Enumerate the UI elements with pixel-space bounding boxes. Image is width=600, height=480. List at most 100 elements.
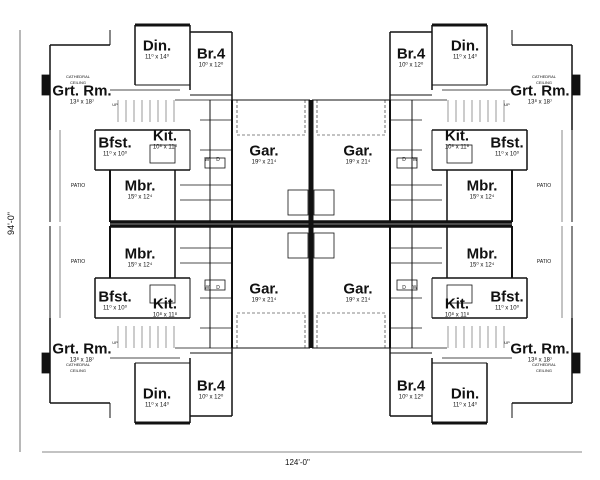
dryer-label: D [402, 157, 406, 163]
room-dimensions: 11⁰ x 10⁰ [494, 151, 520, 158]
dryer-label: D [216, 285, 220, 291]
dryer-label: D [402, 285, 406, 291]
fixture [446, 144, 473, 164]
room-name: Br.4 [396, 377, 426, 395]
fixture [396, 157, 418, 169]
room-dimensions: 15⁰ x 12⁴ [127, 262, 153, 269]
room-dimensions: 10⁸ x 11⁸ [152, 144, 178, 151]
room-name: Br.4 [396, 45, 426, 63]
room-label-grt: Grt. Rm.13⁸ x 18⁷ [510, 84, 569, 107]
room-dimensions: 13⁸ x 18⁷ [69, 99, 95, 106]
room-dimensions: 11⁰ x 14⁰ [144, 402, 170, 409]
overall-depth-dimension: 94'-0" [6, 212, 16, 235]
room-name: Grt. Rm. [52, 82, 112, 100]
room-dimensions: 11⁰ x 10⁰ [494, 305, 520, 312]
room-dimensions: 15⁰ x 12⁴ [469, 262, 495, 269]
room-dimensions: 13⁸ x 18⁷ [527, 99, 553, 106]
room-dimensions: 19⁰ x 21⁴ [251, 297, 277, 304]
fixture [446, 284, 473, 304]
room-label-mbr: Mbr.15⁰ x 12⁴ [467, 179, 498, 202]
fixture [204, 157, 226, 169]
room-label-bfst: Bfst.11⁰ x 10⁰ [490, 290, 523, 313]
room-name: Kit. [152, 295, 178, 313]
room-name: Kit. [152, 127, 178, 145]
room-name: Din. [450, 385, 480, 403]
fireplace [41, 74, 51, 96]
room-label-din: Din.11⁰ x 14⁰ [451, 387, 479, 410]
room-dimensions: 10⁸ x 11⁸ [444, 144, 470, 151]
room-label-gar: Gar.19⁰ x 21⁴ [343, 282, 372, 305]
room-name: Grt. Rm. [52, 340, 112, 358]
room-name: Din. [142, 385, 172, 403]
room-name: Br.4 [196, 377, 226, 395]
room-label-bfst: Bfst.11⁰ x 10⁰ [490, 136, 523, 159]
room-label-kit: Kit.10⁸ x 11⁸ [153, 297, 177, 320]
room-dimensions: 15⁰ x 12⁴ [127, 194, 153, 201]
room-label-gar: Gar.19⁰ x 21⁴ [249, 282, 278, 305]
dryer-label: D [216, 157, 220, 163]
washer-label: W [412, 285, 418, 291]
room-name: Gar. [343, 142, 373, 160]
room-dimensions: 11⁰ x 14⁰ [144, 54, 170, 61]
room-name: Mbr. [124, 177, 156, 195]
room-name: Kit. [444, 295, 470, 313]
bathtub [287, 189, 309, 216]
room-name: Gar. [249, 142, 279, 160]
room-dimensions: 10⁰ x 12⁰ [198, 394, 224, 401]
room-label-kit: Kit.10⁸ x 11⁸ [445, 129, 469, 152]
room-name: Din. [142, 37, 172, 55]
room-label-bfst: Bfst.11⁰ x 10⁰ [98, 136, 131, 159]
room-name: Bfst. [98, 288, 132, 306]
room-dimensions: 10⁰ x 12⁰ [198, 62, 224, 69]
patio-label: PATIO [536, 183, 552, 189]
bathtub [287, 232, 309, 259]
stair-up-label: UP [504, 340, 510, 345]
room-dimensions: 13⁸ x 18⁷ [69, 357, 95, 364]
fixture [396, 279, 418, 291]
room-label-din: Din.11⁰ x 14⁰ [143, 39, 171, 62]
overall-width-dimension: 124'-0" [285, 458, 310, 467]
patio-label: PATIO [536, 259, 552, 265]
stair-up-label: UP [504, 102, 510, 107]
room-dimensions: 10⁰ x 12⁰ [398, 62, 424, 69]
room-dimensions: 19⁰ x 21⁴ [345, 159, 371, 166]
fireplace [571, 352, 581, 374]
room-name: Br.4 [196, 45, 226, 63]
room-label-din: Din.11⁰ x 14⁰ [143, 387, 171, 410]
room-name: Mbr. [466, 245, 498, 263]
cathedral-ceiling-label: CATHEDRAL CEILING [532, 362, 556, 373]
cathedral-ceiling-label: CATHEDRAL CEILING [532, 74, 556, 85]
room-name: Mbr. [466, 177, 498, 195]
room-dimensions: 10⁸ x 11⁸ [152, 312, 178, 319]
room-name: Gar. [343, 280, 373, 298]
fireplace [41, 352, 51, 374]
room-dimensions: 10⁸ x 11⁸ [444, 312, 470, 319]
room-dimensions: 11⁰ x 10⁰ [102, 305, 128, 312]
room-label-kit: Kit.10⁸ x 11⁸ [445, 297, 469, 320]
stair-up-label: UP [112, 340, 118, 345]
room-dimensions: 15⁰ x 12⁴ [469, 194, 495, 201]
room-label-gar: Gar.19⁰ x 21⁴ [249, 144, 278, 167]
room-name: Mbr. [124, 245, 156, 263]
room-label-kit: Kit.10⁸ x 11⁸ [153, 129, 177, 152]
room-name: Grt. Rm. [510, 82, 570, 100]
fixture [204, 279, 226, 291]
room-label-bfst: Bfst.11⁰ x 10⁰ [98, 290, 131, 313]
room-label-mbr: Mbr.15⁰ x 12⁴ [125, 247, 156, 270]
room-dimensions: 10⁰ x 12⁰ [398, 394, 424, 401]
room-label-gar: Gar.19⁰ x 21⁴ [343, 144, 372, 167]
room-name: Gar. [249, 280, 279, 298]
room-dimensions: 13⁸ x 18⁷ [527, 357, 553, 364]
room-label-mbr: Mbr.15⁰ x 12⁴ [467, 247, 498, 270]
patio-label: PATIO [70, 183, 86, 189]
stair-up-label: UP [112, 102, 118, 107]
room-label-grt: Grt. Rm.13⁸ x 18⁷ [510, 342, 569, 365]
cathedral-ceiling-label: CATHEDRAL CEILING [66, 362, 90, 373]
fixture [149, 284, 176, 304]
fireplace [571, 74, 581, 96]
